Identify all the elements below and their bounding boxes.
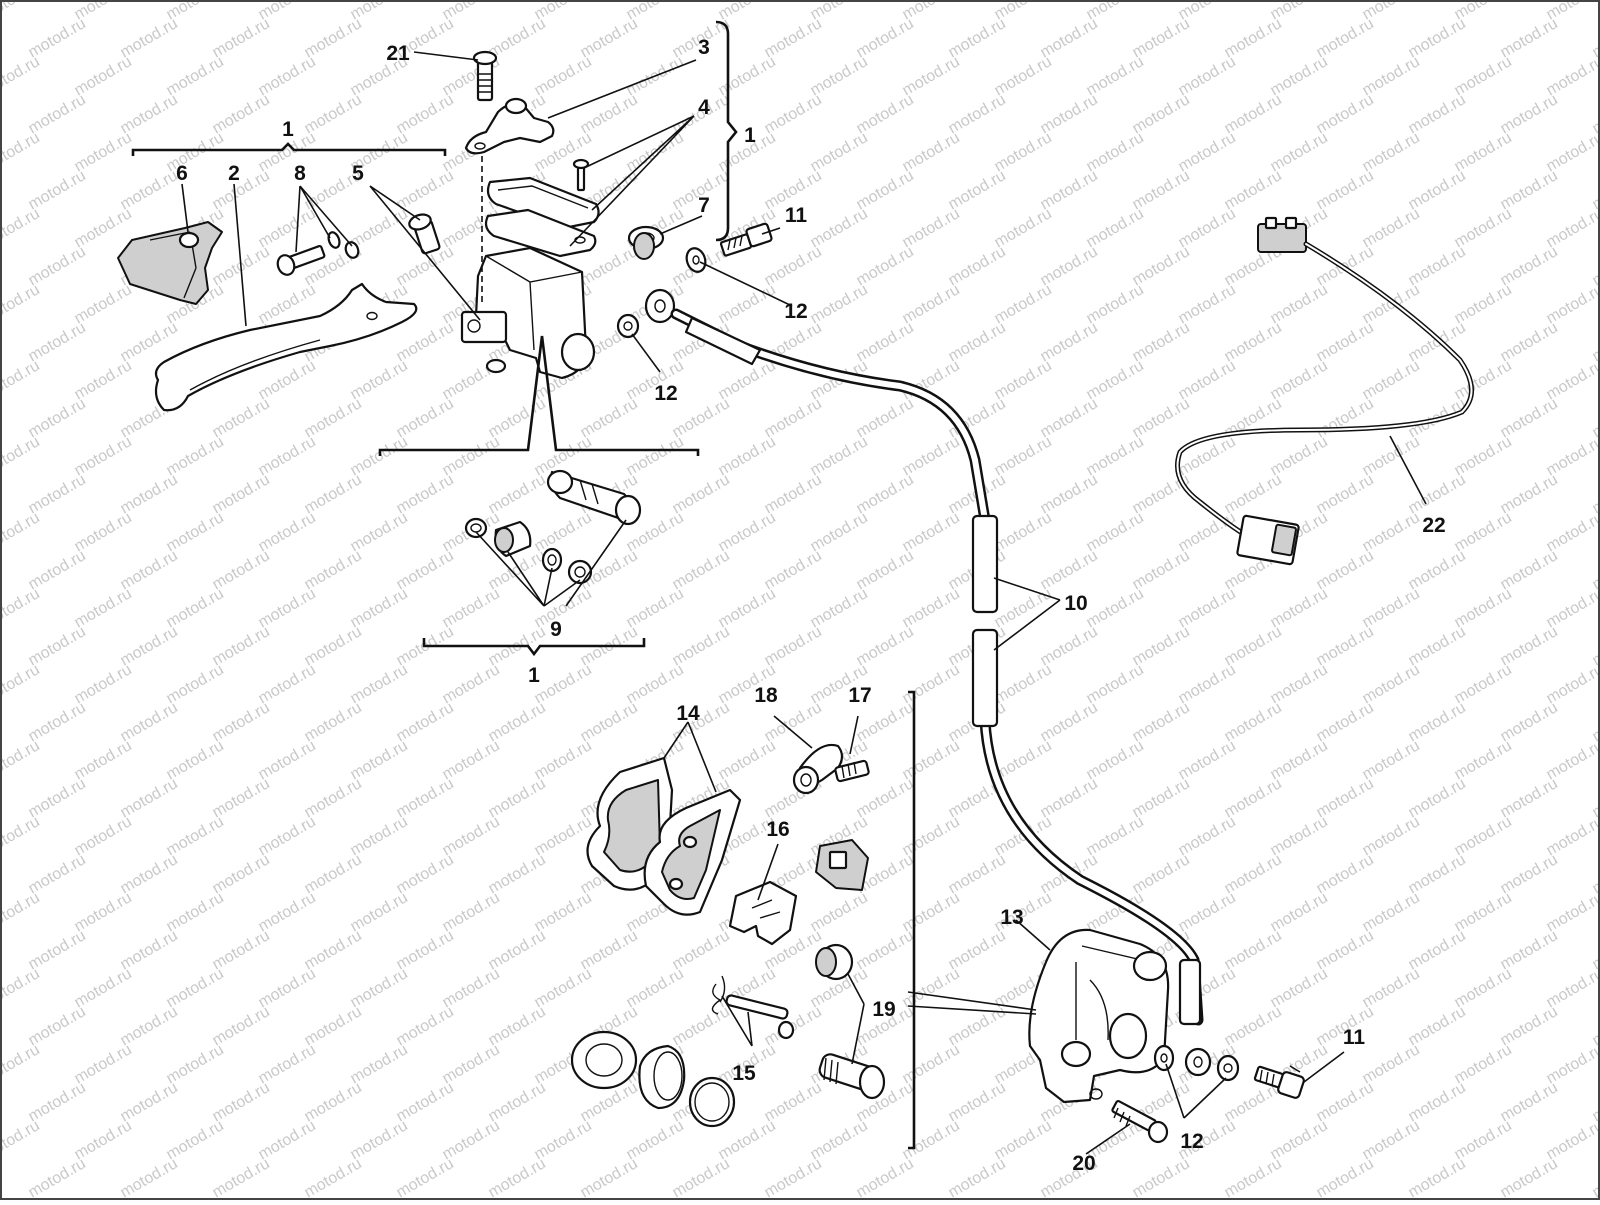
callout-1-assembly-left: 1 [282,118,294,141]
callout-13: 13 [1000,906,1023,929]
callout-1-assembly-bottom: 1 [528,664,540,687]
callout-11-top: 11 [785,204,808,227]
callout-19: 19 [872,998,895,1021]
callout-2: 2 [228,162,240,185]
callout-4: 4 [698,96,710,119]
washer-bottom-left [1155,1046,1173,1070]
callout-21: 21 [386,42,410,65]
callout-11-bottom: 11 [1343,1026,1366,1049]
callout-12-bottom: 12 [1180,1130,1203,1153]
callout-1-assembly-right: 1 [744,124,756,147]
caliper-bushing [816,945,852,979]
callout-22: 22 [1422,514,1445,537]
callout-14: 14 [676,702,700,725]
callout-6: 6 [176,162,188,185]
callout-15: 15 [732,1062,756,1085]
callout-20: 20 [1072,1152,1095,1175]
callout-17: 17 [848,684,871,707]
callout-16: 16 [766,818,789,841]
callout-8: 8 [294,162,306,185]
washer-top-left [618,315,638,337]
callout-9: 9 [550,618,562,641]
washer-bottom-right [1218,1056,1238,1080]
callout-12-mid: 12 [654,382,677,405]
callout-7: 7 [698,194,710,217]
callout-5: 5 [352,162,364,185]
bleed-fitting-top [634,233,654,259]
callout-12-top: 12 [784,300,807,323]
callout-3: 3 [698,36,710,59]
banjo-top [646,290,674,322]
callout-10: 10 [1064,592,1087,615]
callout-18: 18 [754,684,778,707]
